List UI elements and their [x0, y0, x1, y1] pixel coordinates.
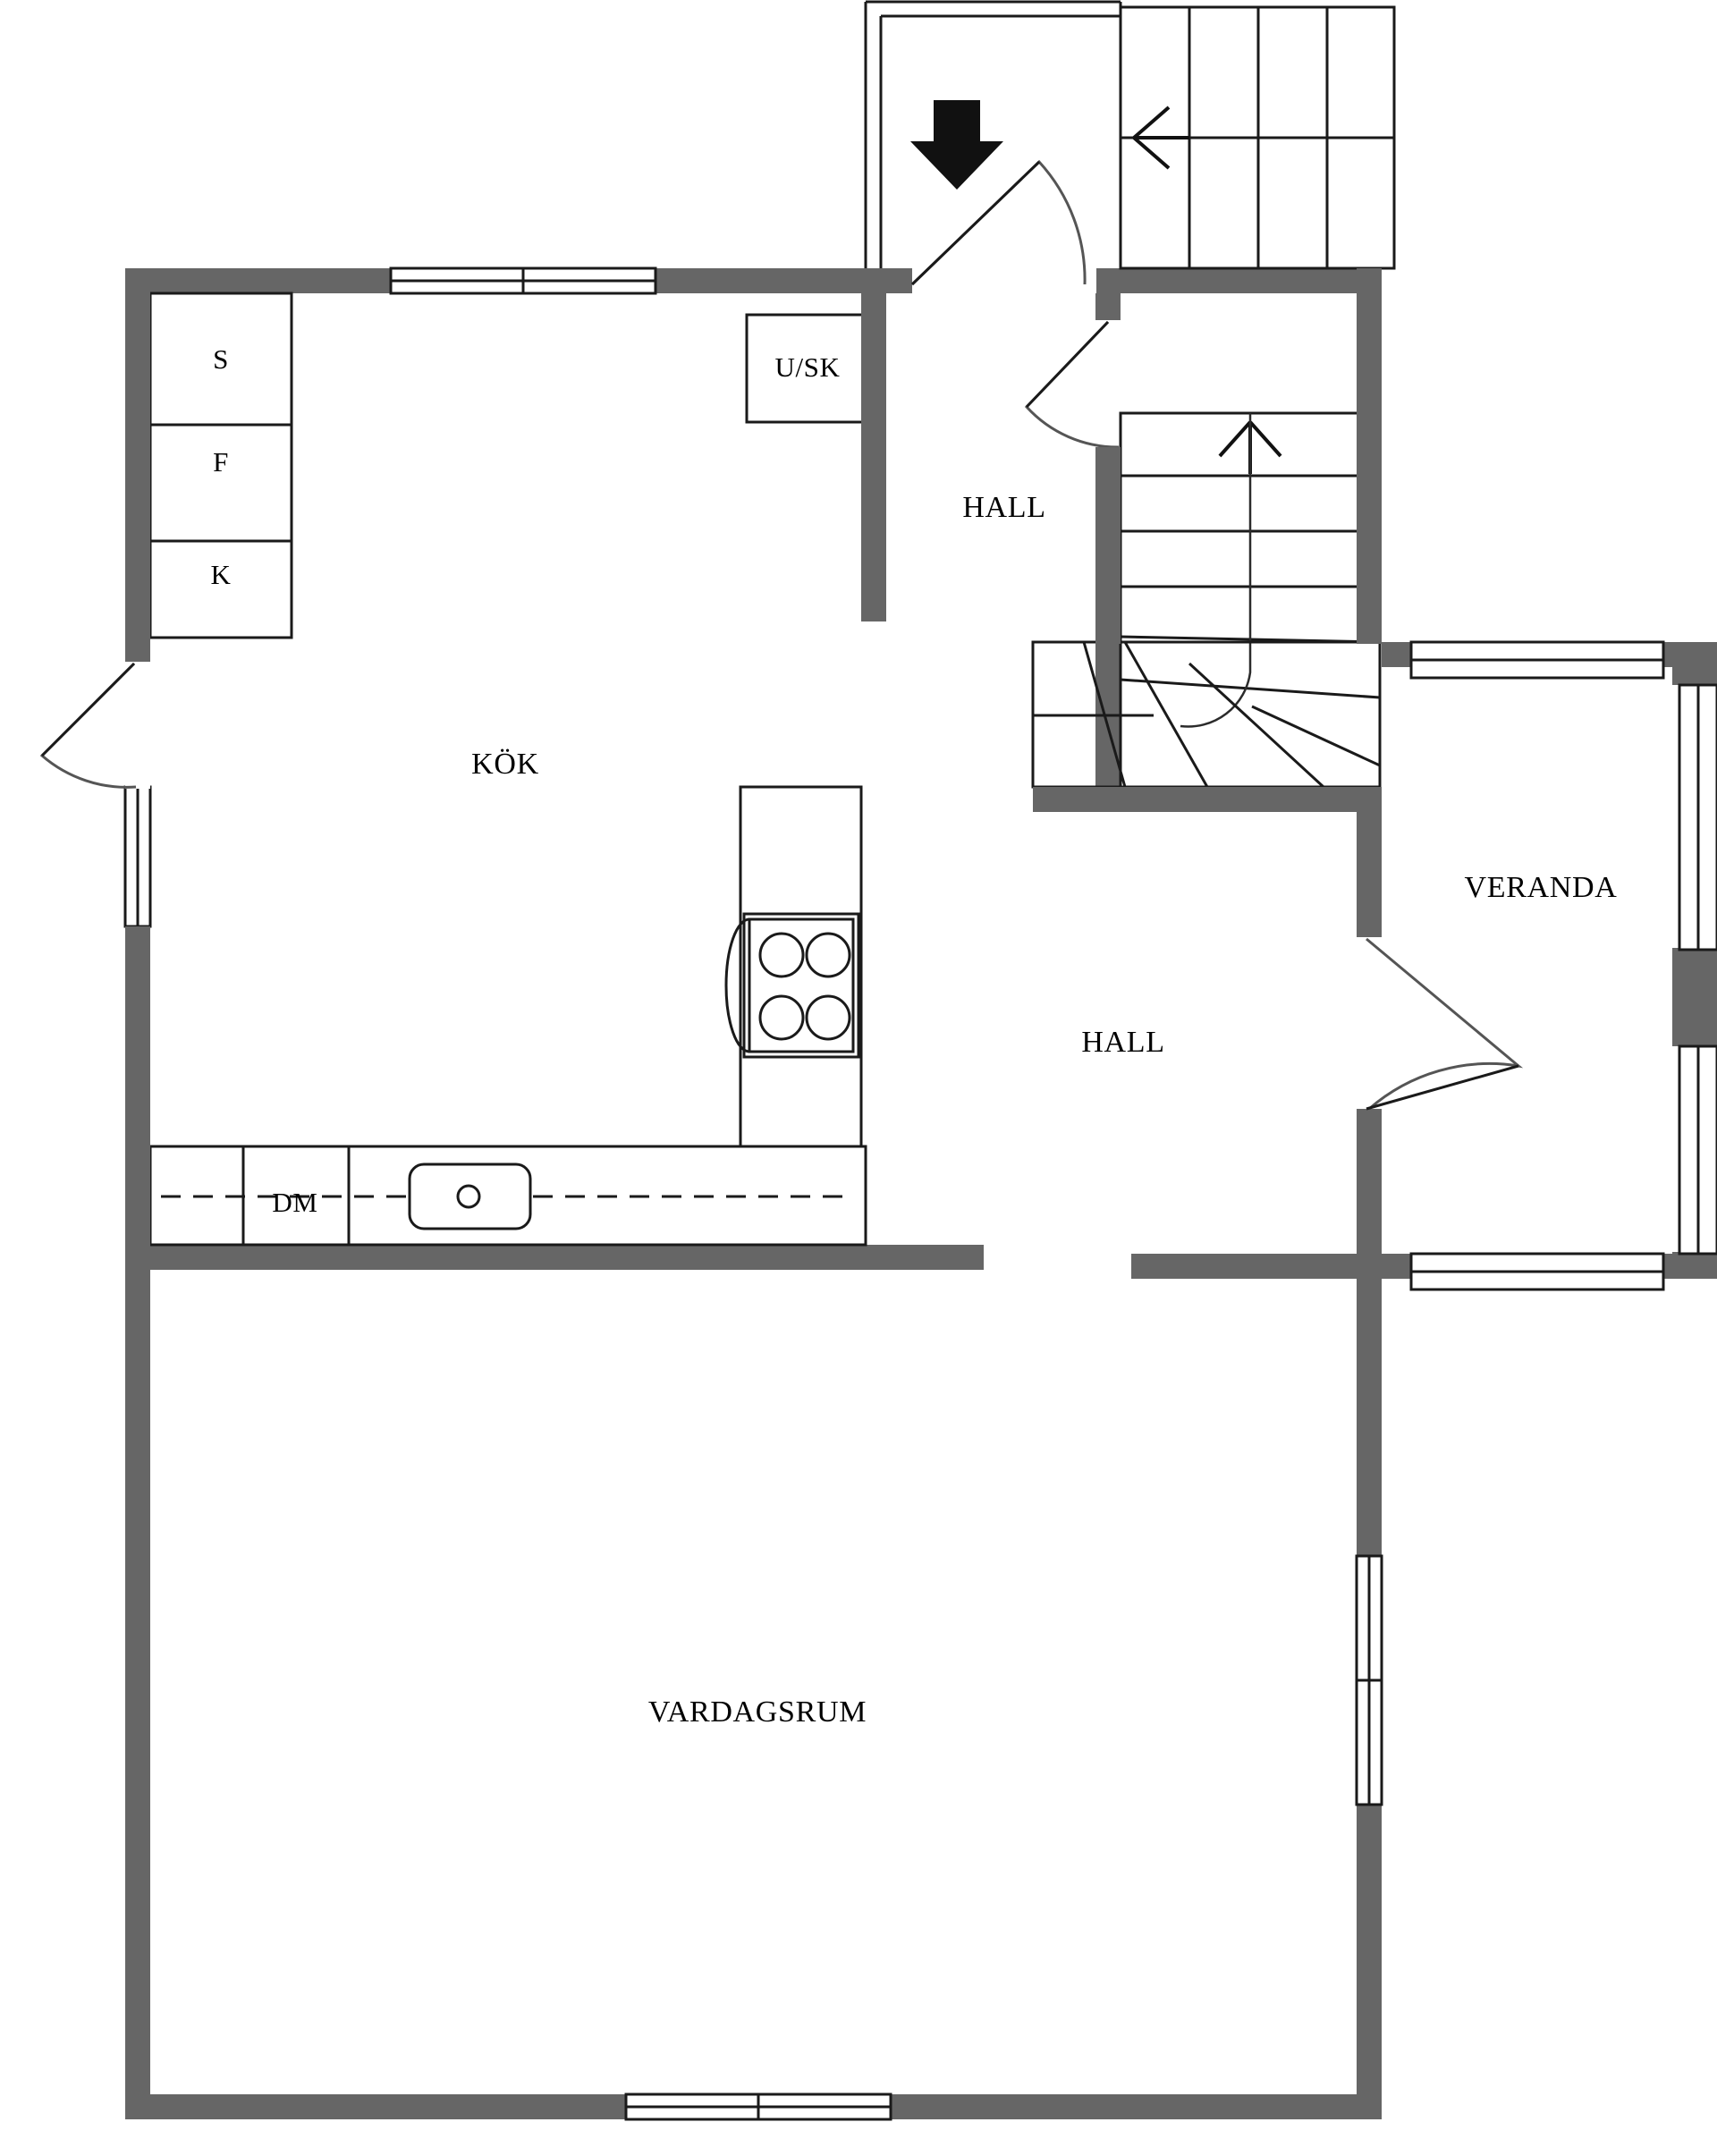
window-veranda-south [1409, 1252, 1665, 1291]
sink-icon [408, 1163, 532, 1230]
doors-layer [39, 159, 1524, 1111]
door-hall-stair [1024, 320, 1121, 449]
window-living-south [624, 2093, 892, 2121]
window-veranda-north [1409, 640, 1665, 680]
entrance-area [864, 0, 1396, 270]
room-label-hall-upper: HALL [962, 491, 1046, 524]
window-kitchen-west [123, 785, 152, 928]
fixture-label-frys: F [213, 446, 229, 478]
room-label-veranda: VERANDA [1464, 871, 1618, 904]
room-label-vardagsrum: VARDAGSRUM [647, 1695, 867, 1729]
window-kitchen-north [389, 266, 657, 295]
wall-overdraw [125, 268, 886, 1270]
kitchen-cabinets [148, 292, 869, 1247]
entry-stair [1119, 5, 1396, 270]
main-staircase [1031, 268, 1382, 812]
entry-stair-direction-arrow [1132, 106, 1189, 170]
room-label-hall-lower: HALL [1081, 1026, 1165, 1059]
room-label-kok: KÖK [471, 748, 539, 781]
fixture-label-skafferi: S [213, 343, 229, 375]
stove-icon [724, 912, 860, 1059]
fixture-label-garderob: U/SK [774, 351, 841, 383]
door-kitchen-west [39, 662, 150, 789]
window-living-east [1355, 1554, 1383, 1806]
window-veranda-east-lower [1678, 1044, 1717, 1256]
windows-layer [123, 266, 1717, 2121]
door-entrance [910, 159, 1096, 293]
window-veranda-east-upper [1678, 683, 1717, 951]
fixture-label-diskmaskin: DM [272, 1187, 318, 1218]
door-veranda [1357, 937, 1524, 1111]
fixture-label-kyl: K [210, 559, 232, 590]
